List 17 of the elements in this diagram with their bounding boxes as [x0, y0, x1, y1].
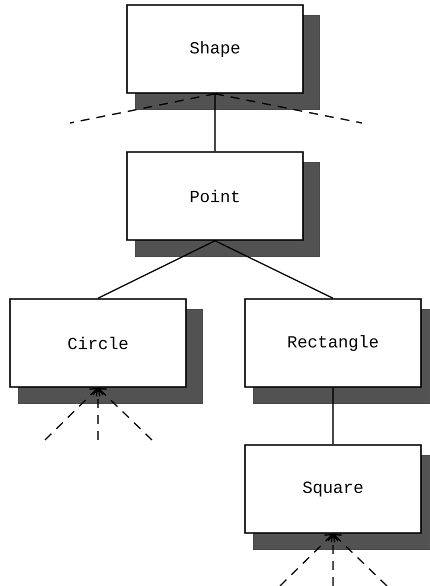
arrow	[280, 534, 333, 586]
arrow	[44, 388, 98, 440]
arrow	[92, 388, 104, 440]
arrow	[98, 388, 152, 440]
connector-line	[214, 94, 216, 152]
connector-line	[98, 240, 216, 299]
connector-line	[214, 93, 362, 124]
connector-line	[332, 388, 334, 444]
connector-line	[214, 240, 334, 299]
class-box: Square	[244, 444, 430, 550]
class-box: Circle	[9, 298, 203, 404]
connector-line	[70, 93, 216, 124]
arrow	[327, 534, 339, 586]
arrow	[333, 534, 388, 586]
class-box: Shape	[126, 4, 320, 110]
class-box: Point	[126, 151, 320, 257]
class-box: Rectangle	[244, 298, 430, 404]
